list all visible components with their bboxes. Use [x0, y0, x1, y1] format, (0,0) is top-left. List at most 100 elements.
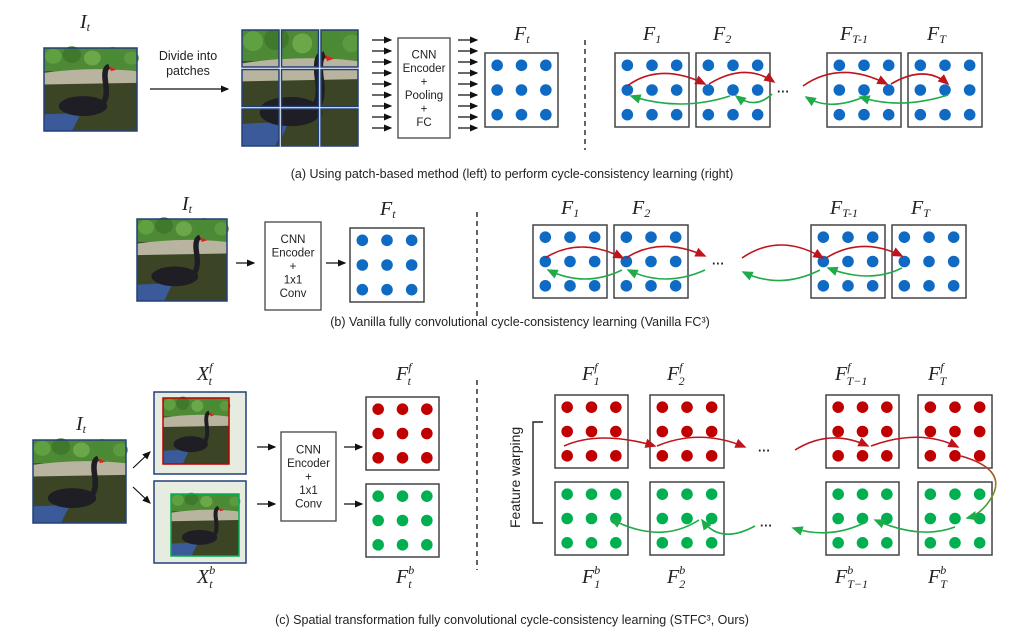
- panel-b-input-image-border: [136, 218, 228, 302]
- forward-feature-map-dot: [421, 403, 433, 415]
- panel-a-feature-map-dot: [540, 59, 552, 72]
- patch-tile-border: [320, 68, 359, 108]
- panel-a-encoder-box-line: Pooling: [405, 90, 443, 102]
- panel-c-bwd-map-1-dot: [585, 537, 598, 549]
- panel-a-encoder-box-line: +: [421, 103, 428, 115]
- panel-c-fwd-map-4-dot: [973, 450, 986, 462]
- panel-b-seq-map-1-dot: [588, 255, 601, 268]
- panel-a-seq-map-3-dot: [833, 84, 846, 96]
- panel-b-seq-map-4-dot: [947, 255, 960, 268]
- panel-a-seq-map-2-dot: [727, 59, 739, 72]
- panel-b-feature-map-dot: [356, 234, 369, 247]
- feature-warping-label: Feature warping: [507, 427, 523, 528]
- panel-a-seq-map-2-dot: [702, 108, 715, 121]
- panel-b-seq-map-1-dot: [564, 280, 576, 292]
- panel-c-fwd-map-1-dot: [561, 425, 573, 438]
- panel-a-seq-map-3-dot: [882, 108, 895, 121]
- panel-b-encoder-box-line: Encoder: [272, 248, 315, 260]
- panel-a-seq-map-2-dot: [751, 108, 764, 121]
- panel-b-seq-map-1-dot: [539, 255, 552, 268]
- panel-a-backward-arrow: [629, 94, 731, 105]
- panel-c-bwd-map-2-dot: [656, 512, 669, 525]
- panel-a-seq-map-3-dot: [882, 84, 895, 96]
- patch-tile-border: [241, 108, 280, 147]
- panel-a-forward-arrow: [890, 73, 950, 86]
- panel-b-ellipsis: ···: [712, 257, 725, 271]
- panel-c-backward-arrow: [791, 521, 867, 536]
- panel-a-backward-arrow: [804, 95, 867, 107]
- panel-b-seq-map-1-dot: [539, 231, 552, 243]
- panel-a-seq-map-1-dot: [646, 108, 658, 121]
- panel-c-bwd-map-4-dot: [949, 512, 961, 525]
- panel-a-seq-map-3-dot: [858, 84, 870, 96]
- panel-b-forward-arrow: [625, 245, 707, 259]
- panel-c-fwd-map-4-dot: [949, 401, 961, 413]
- backward-feature-map-dot: [421, 490, 433, 502]
- forward-feature-map-dot: [396, 403, 409, 415]
- panel-c-bwd-map-4-dot: [949, 488, 961, 500]
- panel-c-fwd-map-3-dot: [856, 425, 869, 438]
- panel-a-forward-arrow: [802, 71, 889, 87]
- forward-feature-map-dot: [421, 427, 433, 440]
- panel-a-seq-label-4: FT: [926, 23, 947, 46]
- panel-b-encoder-box-line: Conv: [280, 288, 307, 300]
- panel-c-fwd-map-1-dot: [585, 450, 598, 462]
- panel-a-backward-arrow: [734, 93, 773, 106]
- panel-c-bwd-map-4-dot: [973, 488, 986, 500]
- panel-a-seq-map-1-dot: [621, 84, 634, 96]
- panel-a-feature-map-dot: [540, 108, 552, 121]
- panel-c-fwd-map-2-dot: [656, 401, 669, 413]
- panel-a-feature-map-dot: [540, 84, 552, 96]
- panel-c-caption: (c) Spatial transformation fully convolu…: [275, 613, 749, 627]
- panel-a-input-image: [44, 46, 139, 131]
- panel-c-bwd-map-2-dot: [681, 537, 693, 549]
- panel-b-seq-map-4-dot: [898, 280, 911, 292]
- panel-c-fwd-map-4-dot: [924, 450, 937, 462]
- panel-a-seq-map-2-dot: [702, 84, 715, 96]
- panel-a-seq-map-4-dot: [939, 84, 951, 96]
- panel-b-input-label: It: [181, 193, 193, 216]
- panel-a-seq-map-1-dot: [621, 59, 634, 72]
- forward-feature-map-dot: [372, 403, 384, 415]
- panel-c-bwd-map-4-dot: [924, 512, 937, 525]
- backward-feature-map-dot: [372, 539, 384, 551]
- divide-label-line2: patches: [166, 64, 210, 78]
- panel-c-bwd-map-4-dot: [924, 488, 937, 500]
- panel-c-bwd-map-3-dot: [881, 537, 893, 549]
- panel-c-fwd-map-1-dot: [561, 450, 573, 462]
- panel-b-feature-map-dot: [405, 283, 418, 296]
- panel-c-encoder-box-line: CNN: [296, 445, 321, 457]
- panel-b-seq-map-2-dot: [669, 280, 682, 292]
- panel-c-bwd-map-3-dot: [832, 488, 844, 500]
- panel-c-fwd-map-2-dot: [681, 401, 693, 413]
- panel-c-encoder-box-line: Conv: [295, 499, 322, 511]
- panel-b-caption: (b) Vanilla fully convolutional cycle-co…: [330, 315, 710, 329]
- panel-c-fwd-map-2-dot: [656, 450, 669, 462]
- panel-b-encoder-box-line: +: [290, 261, 297, 273]
- panel-b-seq-label-3: FT-1: [829, 197, 858, 220]
- panel-b-feature-map-dot: [405, 234, 418, 247]
- panel-a-encoder-box-line: Encoder: [403, 63, 446, 75]
- panel-c-bwd-map-1-dot: [561, 512, 573, 525]
- forward-view-crop-border: [162, 397, 230, 465]
- panel-a-seq-map-3-dot: [833, 108, 846, 121]
- panel-a-seq-map-3-dot: [833, 59, 846, 72]
- panel-c-fwd-map-3-dot: [832, 450, 844, 462]
- backward-feature-map-dot: [396, 539, 409, 551]
- panel-a-feature-map-dot: [491, 108, 503, 121]
- panel-b-seq-map-2-dot: [669, 255, 682, 268]
- panel-c-fwd-map-1-dot: [610, 401, 622, 413]
- panel-a-seq-map-2-dot: [751, 59, 764, 72]
- panel-c-fwd-map-4-dot: [949, 450, 961, 462]
- panel-c-bwd-map-1-dot: [610, 537, 622, 549]
- panel-c-input-image-border: [32, 439, 127, 524]
- panel-a-seq-map-1-dot: [646, 84, 658, 96]
- panel-a-encoder-box-line: CNN: [412, 49, 437, 61]
- panel-c-fwd-map-1-dot: [561, 401, 573, 413]
